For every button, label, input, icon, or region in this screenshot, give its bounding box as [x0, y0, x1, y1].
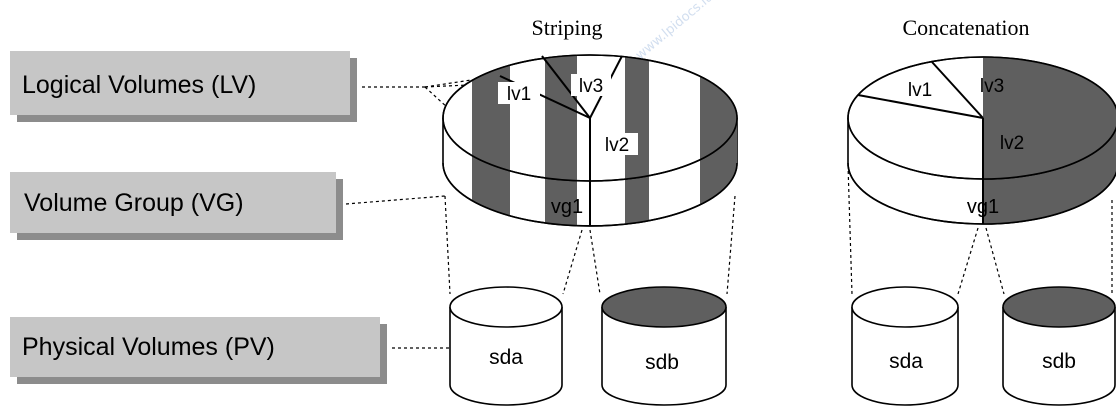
striping-lv3-label: lv3 — [579, 76, 603, 97]
concatenation-volume-group: lv1 lv3 lv2 vg1 — [847, 56, 1116, 225]
concatenation-disk-sdb: sdb — [1002, 286, 1116, 406]
concatenation-sda-label: sda — [889, 350, 923, 373]
concatenation-disk-sda: sda — [851, 286, 959, 406]
concatenation-lv3-label: lv3 — [980, 76, 1004, 97]
concatenation-title: Concatenation — [902, 15, 1029, 40]
concatenation-lv2-label: lv2 — [1000, 133, 1024, 154]
legend-vg-box: Volume Group (VG) — [10, 172, 343, 240]
legend-pv-box: Physical Volumes (PV) — [10, 317, 387, 384]
watermark: www.lpidocs.it — [633, 0, 714, 63]
concatenation-lv1-label: lv1 — [908, 80, 932, 101]
concatenation-dark-region — [983, 57, 1116, 179]
striping-lv2-label: lv2 — [605, 135, 629, 156]
striping-sda-label: sda — [489, 346, 523, 369]
legend-lv-box: Logical Volumes (LV) — [10, 51, 357, 122]
concatenation-vg-label: vg1 — [967, 196, 999, 218]
legend-lv-label: Logical Volumes (LV) — [22, 71, 256, 99]
concatenation-slice-line-2 — [931, 61, 984, 119]
striping-slice-line-2 — [541, 55, 591, 119]
striping-title: Striping — [532, 15, 603, 40]
striping-volume-group: lv1 lv3 lv2 vg1 — [442, 54, 738, 227]
striping-disk-sda: sda — [449, 286, 563, 406]
striping-disk-sdb: sdb — [601, 286, 727, 406]
legend-vg-label: Volume Group (VG) — [24, 189, 244, 217]
striping-pv-links — [444, 195, 736, 295]
striping-sdb-label: sdb — [645, 351, 679, 374]
striping-vg-label: vg1 — [551, 196, 583, 218]
concatenation-sdb-label: sdb — [1042, 350, 1076, 373]
legend-pv-label: Physical Volumes (PV) — [22, 333, 275, 361]
striping-lv1-label: lv1 — [507, 84, 531, 105]
concatenation-pv-links — [847, 164, 1113, 295]
concatenation-slice-line-1 — [857, 94, 984, 119]
